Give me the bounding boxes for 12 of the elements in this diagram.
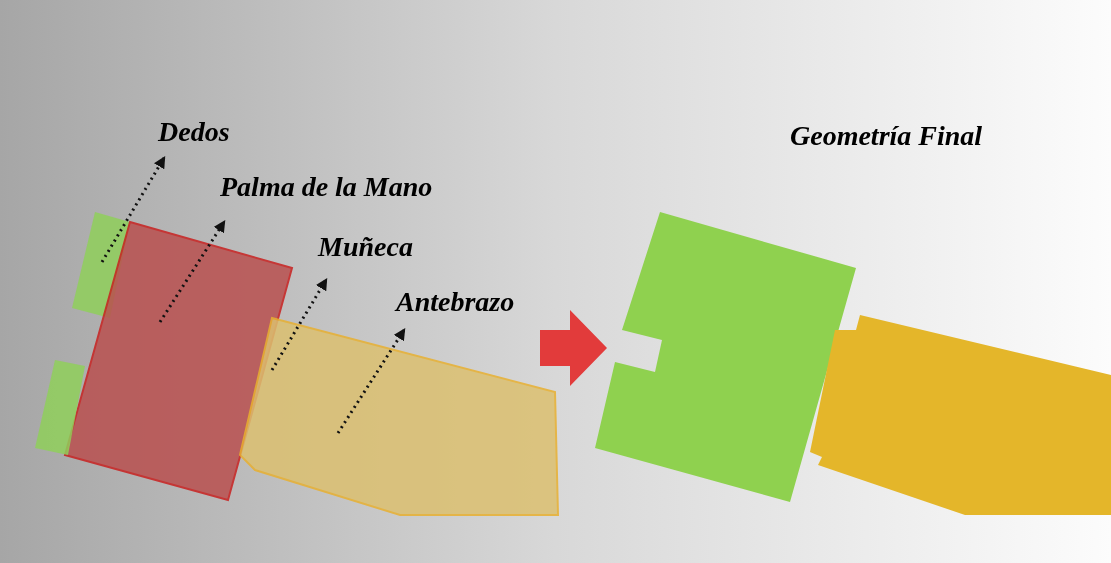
part-label: Dedos xyxy=(158,118,230,146)
part-label: Palma de la Mano xyxy=(220,173,433,201)
part-label: Antebrazo xyxy=(396,288,515,316)
leader-line xyxy=(270,277,328,371)
leader-line xyxy=(336,328,406,434)
part-label: Muñeca xyxy=(318,233,413,261)
palm-shape xyxy=(63,220,294,502)
leader-line xyxy=(158,220,226,323)
forearm-shape xyxy=(238,316,560,516)
leader-line xyxy=(100,155,166,263)
heading-label: Geometría Final xyxy=(790,122,983,150)
finger-shape xyxy=(35,360,85,455)
